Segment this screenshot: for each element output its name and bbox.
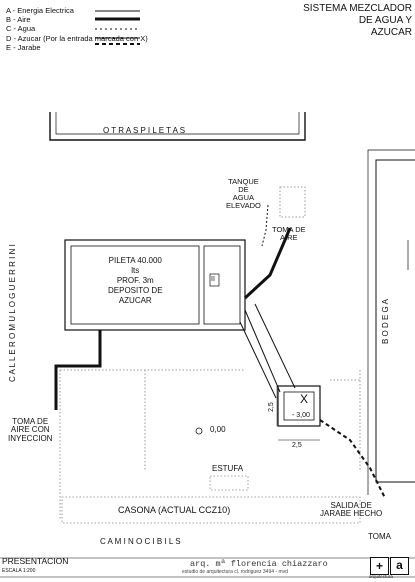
pileta-line: PROF. 3m <box>116 276 154 285</box>
x-pit <box>276 385 321 441</box>
legend-line-samples <box>95 10 140 45</box>
title-line: SISTEMA MEZCLADOR <box>303 3 412 14</box>
estufa-label: ESTUFA <box>212 464 244 473</box>
toma-label: TOMA <box>368 532 391 541</box>
toma-aire-iny-label: TOMA DE AIRE CON INYECCION <box>8 417 53 443</box>
studio-address: estudio de arquitectura cl. rodriguez 34… <box>182 569 288 575</box>
salida-line: SALIDA DE <box>330 501 372 510</box>
toma-aire-top-label: TOMA DE AIRE <box>272 226 306 242</box>
bodega-label: B O D E G A <box>381 299 390 344</box>
casona-building <box>61 475 361 524</box>
salida-label: SALIDA DE JARABE HECHO <box>320 501 383 519</box>
logo-a: a <box>396 558 403 572</box>
pileta-line: PILETA 40.000 <box>108 256 162 265</box>
dim-bottom: 2,5 <box>292 442 302 449</box>
level-marker-main <box>195 427 203 435</box>
x-mark: X <box>300 392 309 406</box>
water-pipe <box>261 204 269 247</box>
bodega-building <box>367 149 415 495</box>
toma-aire-line: AIRE <box>280 232 298 242</box>
logo-plus: + <box>375 559 383 573</box>
toma-aire-line: TOMA DE <box>272 225 306 234</box>
calle-label: C A L L E R O M U L O G U E R R I N I <box>8 244 17 382</box>
footer-rules <box>0 557 415 578</box>
tanque-line: ELEVADO <box>226 200 261 210</box>
legend: A - Energia Electrica B - Aire C - Agua … <box>6 6 148 52</box>
level-main: 0,00 <box>210 425 226 434</box>
legend-item: C - Agua <box>6 24 36 34</box>
salida-line: JARABE HECHO <box>320 509 383 519</box>
level-small: - 3,00 <box>292 412 310 419</box>
pileta-label: PILETA 40.000 lts PROF. 3m DEPOSITO DE A… <box>108 256 163 306</box>
syrup-pipe <box>319 419 386 499</box>
air-pipe <box>54 227 292 410</box>
pileta-line: lts <box>131 266 140 275</box>
camino-label: C A M I N O C I B I L S <box>100 537 181 546</box>
legend-item: A - Energia Electrica <box>6 6 74 15</box>
site-perimeter <box>59 369 361 520</box>
tanque-label: TANQUE DE AGUA ELEVADO <box>226 178 261 210</box>
title-line: AZUCAR <box>370 27 412 38</box>
title-line: DE AGUA Y <box>358 15 412 26</box>
legend-item: D - Azucar (Por la entrada marcada con X… <box>6 33 148 43</box>
casona-label: CASONA (ACTUAL CCZ10) <box>118 505 231 515</box>
water-tank-outline <box>279 186 306 218</box>
dim-side: 2,5 <box>268 402 275 412</box>
pileta-line: AZUCAR <box>118 296 152 305</box>
logo-plus-box: + <box>370 557 389 575</box>
tanque-line: AGUA <box>232 192 255 202</box>
legend-item: B - Aire <box>6 15 31 25</box>
escala-label: ESCALA 1:200 <box>2 568 36 574</box>
toma-iny-line: INYECCION <box>8 433 53 443</box>
architect-name: arq. mª florencia chiazzaro <box>190 559 328 569</box>
logo-caption: arquitectura <box>369 574 393 579</box>
presentacion-label: PRESENTACION <box>2 556 69 566</box>
pileta-line: DEPOSITO DE <box>108 286 163 295</box>
tanque-line: DE <box>238 184 249 194</box>
otras-piletas-walls <box>49 112 306 141</box>
toma-iny-line: TOMA DE <box>12 417 49 426</box>
pileta-tank <box>64 239 246 331</box>
legend-item: E - Jarabe <box>6 42 41 52</box>
otras-piletas-label: O T R A S P I L E T A S <box>103 126 186 135</box>
sheet-title: SISTEMA MEZCLADOR DE AGUA Y AZUCAR <box>303 3 412 39</box>
logo-a-box: a <box>390 557 409 575</box>
small-box-label: II <box>211 276 215 283</box>
toma-iny-line: AIRE CON <box>10 425 50 435</box>
tanque-line: TANQUE <box>228 177 259 186</box>
diagonal-channel <box>239 303 296 399</box>
